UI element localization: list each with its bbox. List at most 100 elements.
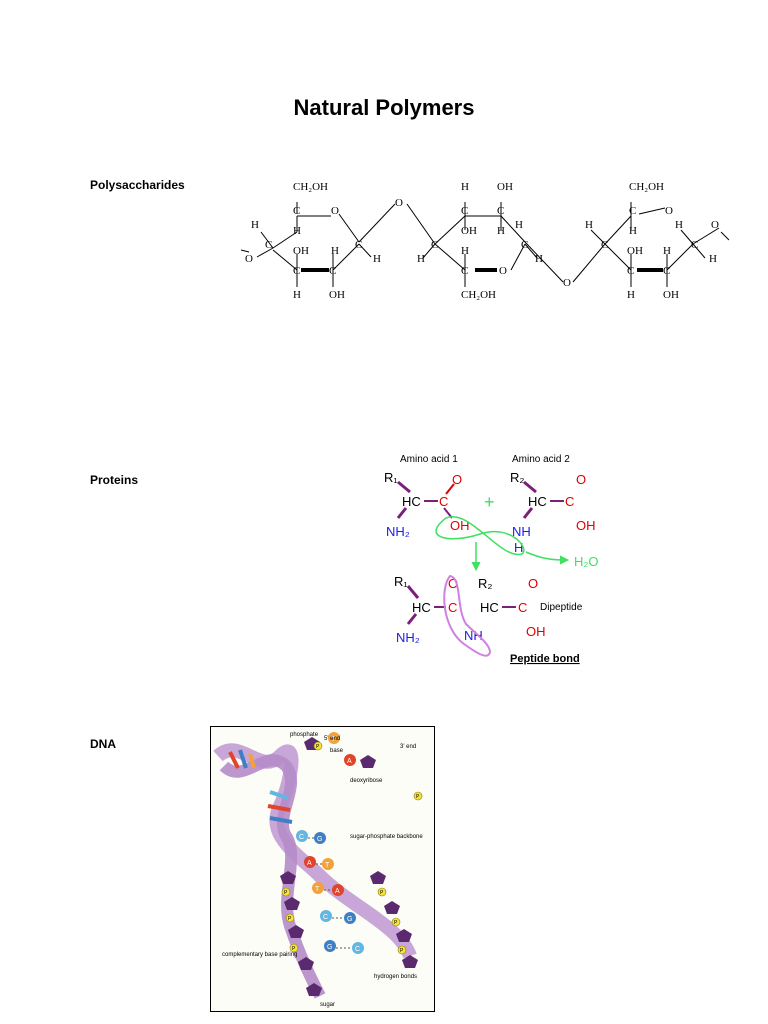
svg-text:C: C xyxy=(521,239,528,251)
dna-sugars xyxy=(280,737,418,996)
svg-text:G: G xyxy=(317,836,322,843)
svg-text:H: H xyxy=(461,181,469,193)
dipeptide-label: Dipeptide xyxy=(540,602,583,613)
section-label-dna: DNA xyxy=(90,737,116,751)
svg-text:T: T xyxy=(331,736,336,743)
svg-text:A: A xyxy=(307,860,312,867)
svg-text:P: P xyxy=(380,890,384,896)
svg-text:C: C xyxy=(323,914,328,921)
svg-text:H: H xyxy=(515,219,523,231)
svg-text:C: C xyxy=(565,494,574,509)
svg-text:C: C xyxy=(601,239,608,251)
svg-text:G: G xyxy=(327,944,332,951)
svg-text:C: C xyxy=(439,494,448,509)
complementary-label: complementary base pairing xyxy=(222,952,297,958)
three-end-label: 3' end xyxy=(400,744,416,750)
svg-text:C: C xyxy=(329,265,336,277)
water-loss-loop xyxy=(435,515,525,556)
deoxyribose-label: deoxyribose xyxy=(350,778,383,784)
svg-text:O: O xyxy=(711,219,719,231)
svg-text:O: O xyxy=(395,197,403,209)
svg-text:OH: OH xyxy=(576,518,596,533)
svg-text:O: O xyxy=(245,253,253,265)
svg-text:H: H xyxy=(514,540,523,555)
svg-text:H: H xyxy=(373,253,381,265)
svg-text:T: T xyxy=(325,862,330,869)
svg-text:H: H xyxy=(663,245,671,257)
ch2oh-label-right: CH₂OH xyxy=(629,181,664,193)
polysaccharide-structure-diagram: CH₂OH H OH CH₂OH C O O C C C O H OH H H … xyxy=(240,181,730,301)
page-title: Natural Polymers xyxy=(293,95,475,120)
svg-text:OH: OH xyxy=(627,245,643,257)
water-molecule: H₂O xyxy=(574,554,599,569)
svg-text:P: P xyxy=(288,916,292,922)
dna-annotations: phosphate 5' end 3' end base deoxyribose… xyxy=(222,732,423,1008)
svg-text:NH₂: NH₂ xyxy=(396,630,420,645)
svg-text:H: H xyxy=(627,289,635,301)
svg-text:OH: OH xyxy=(450,518,470,533)
svg-text:P: P xyxy=(284,890,288,896)
svg-text:HC: HC xyxy=(412,600,431,615)
plus-sign: + xyxy=(484,492,495,512)
helix-base-stripes xyxy=(228,749,293,824)
section-label-proteins: Proteins xyxy=(90,473,139,487)
polysaccharide-atoms: CH₂OH H OH CH₂OH C O O C C C O H OH H H … xyxy=(245,181,719,301)
svg-text:O: O xyxy=(452,472,462,487)
svg-text:H: H xyxy=(585,219,593,231)
svg-text:HC: HC xyxy=(402,494,421,509)
svg-text:G: G xyxy=(347,916,352,923)
ch2oh-label-mid: CH₂OH xyxy=(461,289,496,301)
svg-text:H: H xyxy=(497,225,505,237)
svg-text:O: O xyxy=(499,265,507,277)
dna-structure-diagram: C G A T T A C G G C xyxy=(210,726,435,1012)
svg-text:H: H xyxy=(331,245,339,257)
backbone-label: sugar-phosphate backbone xyxy=(350,834,423,840)
svg-text:P: P xyxy=(316,744,320,750)
svg-text:C: C xyxy=(293,205,300,217)
svg-text:C: C xyxy=(265,239,272,251)
svg-text:OH: OH xyxy=(293,245,309,257)
svg-text:O: O xyxy=(665,205,673,217)
svg-text:H: H xyxy=(629,225,637,237)
svg-text:C: C xyxy=(293,265,300,277)
svg-text:O: O xyxy=(448,576,458,591)
svg-text:A: A xyxy=(335,888,340,895)
svg-text:O: O xyxy=(563,277,571,289)
svg-text:HC: HC xyxy=(480,600,499,615)
svg-text:OH: OH xyxy=(663,289,679,301)
dna-phosphates xyxy=(281,741,423,955)
svg-text:O: O xyxy=(528,576,538,591)
sugar-label: sugar xyxy=(320,1002,335,1008)
svg-text:OH: OH xyxy=(497,181,513,193)
svg-text:C: C xyxy=(355,946,360,953)
svg-text:R₁: R₁ xyxy=(394,574,408,589)
svg-text:T: T xyxy=(315,886,320,893)
svg-text:H: H xyxy=(535,253,543,265)
svg-text:R₂: R₂ xyxy=(478,576,492,591)
base-label: base xyxy=(330,748,344,754)
svg-text:C: C xyxy=(448,600,457,615)
dna-nucleotide-pairs: C G A T T A C G G C xyxy=(296,830,364,954)
svg-text:O: O xyxy=(331,205,339,217)
svg-text:H: H xyxy=(251,219,259,231)
phosphate-letters: P P P P P P P P xyxy=(284,744,420,954)
polysaccharide-bonds xyxy=(240,202,730,287)
helix-backbone-2 xyxy=(219,754,326,999)
svg-text:C: C xyxy=(518,600,527,615)
svg-text:OH: OH xyxy=(461,225,477,237)
hydrogen-bonds-label: hydrogen bonds xyxy=(374,974,417,980)
peptide-bond-highlight xyxy=(443,574,492,657)
svg-text:O: O xyxy=(576,472,586,487)
svg-text:A: A xyxy=(347,758,352,765)
svg-text:C: C xyxy=(431,239,438,251)
svg-text:C: C xyxy=(629,205,636,217)
svg-text:C: C xyxy=(355,239,362,251)
svg-text:H: H xyxy=(709,253,717,265)
svg-text:C: C xyxy=(627,265,634,277)
svg-text:H: H xyxy=(293,289,301,301)
section-label-polysaccharides: Polysaccharides xyxy=(90,178,185,192)
svg-text:P: P xyxy=(292,946,296,952)
svg-text:C: C xyxy=(497,205,504,217)
amino-acid-1-label: Amino acid 1 xyxy=(400,454,458,465)
svg-text:NH: NH xyxy=(512,524,531,539)
